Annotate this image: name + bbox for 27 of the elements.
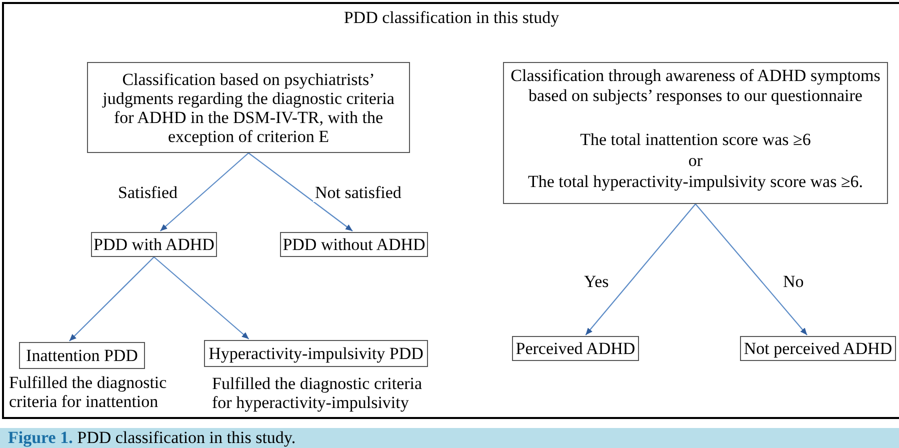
box-label: Inattention PDD (26, 344, 138, 366)
process-box (204, 340, 428, 367)
box-text: The total inattention score was ≥6 (580, 129, 811, 150)
box-label: Not perceived ADHD (744, 338, 892, 360)
process-box (87, 62, 410, 153)
figure-caption: Figure 1. PDD classification in this study. (8, 428, 296, 448)
node-note: Fulfilled the diagnostic criteria for hyperactivity-impulsivity (212, 374, 424, 412)
box-label: Classification based on psychiatrists’ judgments regarding the diagnostic criteria for ADHD in the DSM-IV-TR, with the exception of criterion E (101, 70, 396, 146)
arrow (695, 204, 808, 336)
arrow (69, 256, 154, 342)
arrow (248, 152, 353, 232)
node-note: Fulfilled the diagnostic criteria for inattention (9, 373, 168, 411)
frame-title: PDD classification in this study (344, 8, 560, 28)
box-text: or (688, 150, 703, 171)
process-box (19, 342, 145, 369)
arrow (160, 152, 249, 232)
box-label: PDD without ADHD (282, 234, 426, 256)
edge-label: Not satisfied (313, 184, 404, 202)
box-text: The total hyperactivity-impulsivity score was ≥6. (528, 171, 864, 192)
process-box (503, 62, 888, 204)
box-label: Hyperactivity-impulsivity PDD (208, 342, 424, 364)
arrow (154, 256, 250, 340)
box-heading: Classification through awareness of ADHD symptoms based on subjects’ responses to our questionnaire (510, 66, 882, 106)
box-label: Perceived ADHD (516, 338, 636, 360)
box-label: PDD with ADHD (94, 234, 214, 256)
arrow (585, 204, 696, 336)
figure-frame (2, 2, 899, 419)
